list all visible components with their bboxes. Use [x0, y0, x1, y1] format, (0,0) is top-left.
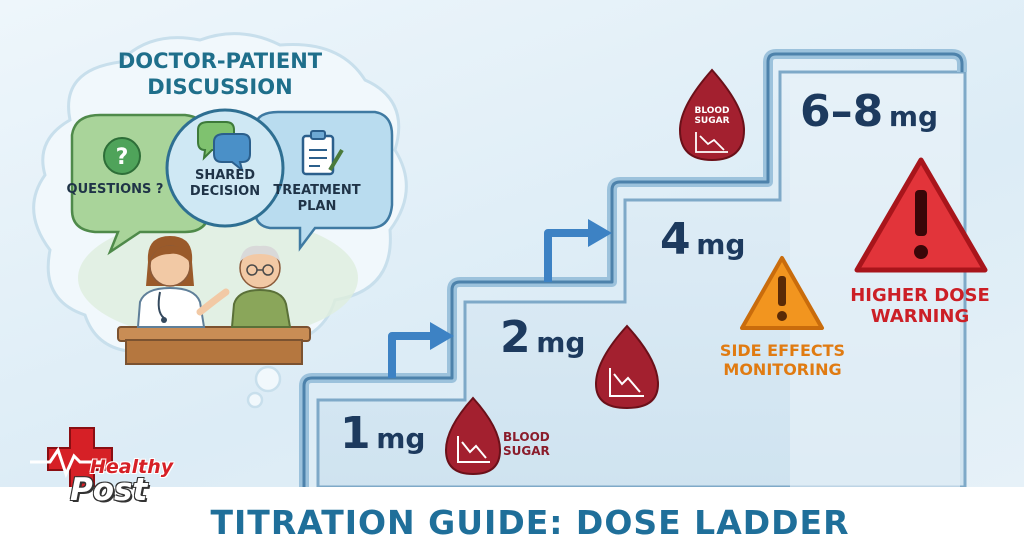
- page-title: TITRATION GUIDE: DOSE LADDER: [210, 503, 850, 542]
- bubble-label-questions: QUESTIONS ?: [66, 182, 164, 197]
- blood-sugar-label-top: BLOOD SUGAR: [694, 106, 730, 126]
- patient-figure: [230, 245, 292, 328]
- logo-word-post: Post: [70, 472, 148, 508]
- warning-triangle-icon: [740, 256, 824, 330]
- bubble-label-shared-decision: SHARED DECISION: [189, 168, 261, 199]
- trend-down-icon: [609, 368, 644, 397]
- blood-drop-icon: [678, 68, 746, 162]
- footer-bar: [0, 487, 1024, 559]
- dose-staircase: [299, 49, 967, 489]
- dose-step-1-unit: mg: [376, 422, 426, 455]
- cloud-dot-large: [254, 365, 282, 393]
- dose-step-2-unit: mg: [536, 326, 586, 359]
- chat-icon: [197, 121, 251, 173]
- dose-step-3-unit: mg: [696, 228, 746, 261]
- bubble-treatment-plan: [253, 110, 394, 252]
- trend-down-icon: [457, 436, 490, 463]
- higher-dose-warning-label: HIGHER DOSE WARNING: [850, 285, 990, 327]
- blood-drop-icon: [594, 324, 660, 410]
- cloud-dot-small: [246, 391, 264, 409]
- dose-step-4-value: 6–8: [800, 86, 884, 137]
- svg-text:?: ?: [116, 145, 129, 170]
- logo-word-healthy: Healthy: [90, 456, 174, 478]
- desk: [117, 326, 311, 365]
- doctor-figure: [136, 236, 230, 328]
- logo-cross-icon: [30, 427, 113, 501]
- dose-step-4: 6–8 mg: [800, 86, 938, 137]
- side-effects-monitoring-label: SIDE EFFECTS MONITORING: [719, 341, 846, 379]
- clipboard-icon: [301, 130, 344, 176]
- blood-drop-icon: [444, 396, 502, 476]
- trend-down-icon: [695, 132, 728, 153]
- discussion-title: DOCTOR-PATIENT DISCUSSION: [117, 49, 323, 99]
- dose-step-3-value: 4: [660, 214, 691, 265]
- dose-step-1-value: 1: [340, 408, 371, 459]
- dose-step-3: 4 mg: [660, 214, 745, 265]
- bubble-label-treatment-plan: TREATMENT PLAN: [273, 183, 361, 214]
- warning-triangle-icon: [854, 157, 988, 273]
- dose-step-1: 1 mg: [340, 408, 425, 459]
- blood-sugar-label: BLOOD SUGAR: [503, 430, 550, 458]
- dose-step-2-value: 2: [500, 312, 531, 363]
- step-arrow-icon: [544, 219, 612, 282]
- dose-step-2: 2 mg: [500, 312, 585, 363]
- bubble-shared-decision: [165, 108, 285, 228]
- dose-step-4-unit: mg: [888, 100, 939, 133]
- question-icon: ?: [103, 137, 141, 175]
- step-arrow-icon: [388, 322, 454, 378]
